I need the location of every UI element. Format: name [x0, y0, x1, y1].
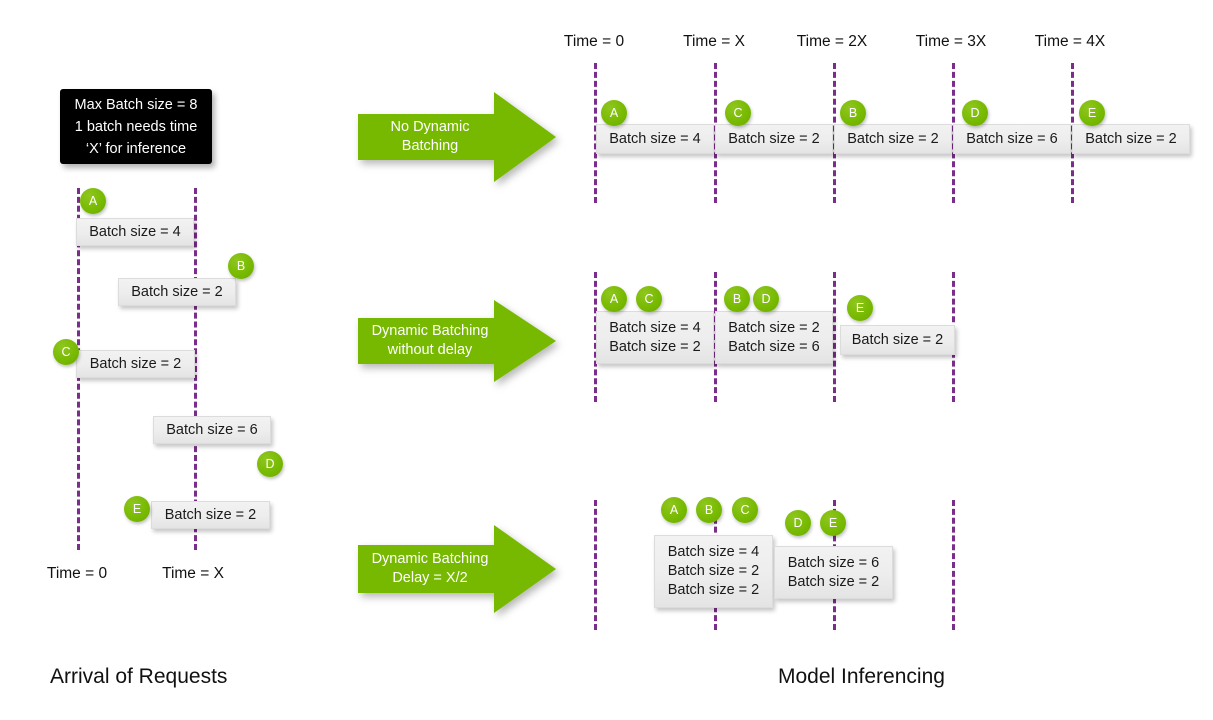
left-axis-label-tx: Time = X — [162, 565, 224, 582]
left-panel-caption: Arrival of Requests — [50, 665, 228, 688]
row1-badge-a: A — [601, 100, 627, 126]
row1-slot-1-batch-1: Batch size = 4 — [609, 130, 701, 147]
row2-badge-c: C — [636, 286, 662, 312]
row2-slot-1: Batch size = 4 Batch size = 2 — [596, 311, 714, 364]
row1-slot-2-batch-1: Batch size = 2 — [728, 130, 820, 147]
row2-slot-2: Batch size = 2 Batch size = 6 — [715, 311, 833, 364]
left-request-badge-a: A — [80, 188, 106, 214]
row2-slot-3-batch-1: Batch size = 2 — [851, 331, 944, 348]
left-request-badge-e: E — [124, 496, 150, 522]
row3-slot-2-batch-1: Batch size = 6 — [787, 554, 880, 571]
row3-badge-d: D — [785, 510, 811, 536]
left-bar-d-label: Batch size = 6 — [166, 421, 258, 438]
row2-badge-e: E — [847, 295, 873, 321]
left-bar-c: Batch size = 2 — [76, 350, 195, 378]
row1-badge-d: D — [962, 100, 988, 126]
row3-arrow: Dynamic Batching Delay = X/2 — [358, 525, 556, 613]
row2-slot-3: Batch size = 2 — [840, 325, 955, 355]
row1-slot-3-batch-1: Batch size = 2 — [847, 130, 939, 147]
left-request-badge-a-label: A — [88, 194, 98, 208]
left-request-badge-b: B — [228, 253, 254, 279]
row3-slot-2-batch-2: Batch size = 2 — [787, 573, 880, 590]
row1-timeline-t0 — [594, 63, 597, 203]
left-bar-e: Batch size = 2 — [151, 501, 270, 529]
row1-badge-e: E — [1079, 100, 1105, 126]
left-axis-label-t0: Time = 0 — [46, 565, 108, 582]
row3-badge-c: C — [732, 497, 758, 523]
row2-slot-2-batch-2: Batch size = 6 — [728, 338, 820, 355]
callout-line-2: 1 batch needs time — [74, 118, 198, 135]
row2-slot-2-batch-1: Batch size = 2 — [728, 319, 820, 336]
max-batch-callout: Max Batch size = 8 1 batch needs time ‘X… — [60, 89, 212, 164]
row3-slot-2: Batch size = 6 Batch size = 2 — [774, 546, 893, 599]
callout-line-1: Max Batch size = 8 — [74, 96, 198, 113]
right-axis-label-t4x: Time = 4X — [1034, 33, 1106, 50]
row1-slot-5: Batch size = 2 — [1072, 124, 1190, 154]
left-bar-b-label: Batch size = 2 — [131, 283, 223, 300]
row1-slot-4: Batch size = 6 — [953, 124, 1071, 154]
left-bar-d: Batch size = 6 — [153, 416, 271, 444]
left-request-badge-d: D — [257, 451, 283, 477]
row3-timeline-t0 — [594, 500, 597, 630]
left-request-badge-d-label: D — [265, 457, 275, 471]
row1-badge-c: C — [725, 100, 751, 126]
left-bar-c-label: Batch size = 2 — [89, 355, 182, 372]
callout-line-3: ‘X’ for inference — [85, 140, 187, 157]
left-request-badge-c: C — [53, 339, 79, 365]
row2-slot-1-batch-1: Batch size = 4 — [609, 319, 701, 336]
row1-slot-4-batch-1: Batch size = 6 — [966, 130, 1058, 147]
row2-arrow: Dynamic Batching without delay — [358, 300, 556, 382]
row1-badge-b: B — [840, 100, 866, 126]
right-axis-label-tx: Time = X — [683, 33, 745, 50]
row3-badge-a: A — [661, 497, 687, 523]
row2-timeline-t0 — [594, 272, 597, 402]
left-bar-a: Batch size = 4 — [76, 218, 194, 246]
left-timeline-tx — [194, 188, 197, 550]
left-bar-b: Batch size = 2 — [118, 278, 236, 306]
row3-slot-1-batch-1: Batch size = 4 — [667, 544, 760, 560]
row3-slot-1-batch-3: Batch size = 2 — [667, 582, 760, 598]
row1-slot-5-batch-1: Batch size = 2 — [1085, 130, 1177, 147]
right-axis-label-t0: Time = 0 — [563, 33, 625, 50]
row1-slot-1: Batch size = 4 — [596, 124, 714, 154]
row3-timeline-t3x — [952, 500, 955, 630]
row1-slot-2: Batch size = 2 — [715, 124, 833, 154]
right-panel-caption: Model Inferencing — [778, 665, 945, 688]
right-axis-label-t3x: Time = 3X — [915, 33, 987, 50]
row1-arrow: No Dynamic Batching — [358, 92, 556, 182]
left-request-badge-e-label: E — [132, 502, 142, 516]
left-bar-e-label: Batch size = 2 — [164, 506, 257, 523]
left-bar-a-label: Batch size = 4 — [89, 223, 181, 240]
row2-badge-a: A — [601, 286, 627, 312]
row3-slot-1-batch-2: Batch size = 2 — [667, 563, 760, 579]
row2-slot-1-batch-2: Batch size = 2 — [609, 338, 701, 355]
left-request-badge-c-label: C — [61, 345, 71, 359]
row3-badge-b: B — [696, 497, 722, 523]
row2-timeline-t2x — [833, 272, 836, 402]
right-axis-label-t2x: Time = 2X — [796, 33, 868, 50]
row1-slot-3: Batch size = 2 — [834, 124, 952, 154]
left-request-badge-b-label: B — [236, 259, 246, 273]
row2-badge-b: B — [724, 286, 750, 312]
row3-slot-1: Batch size = 4 Batch size = 2 Batch size… — [654, 535, 773, 608]
row3-badge-e: E — [820, 510, 846, 536]
row2-badge-d: D — [753, 286, 779, 312]
